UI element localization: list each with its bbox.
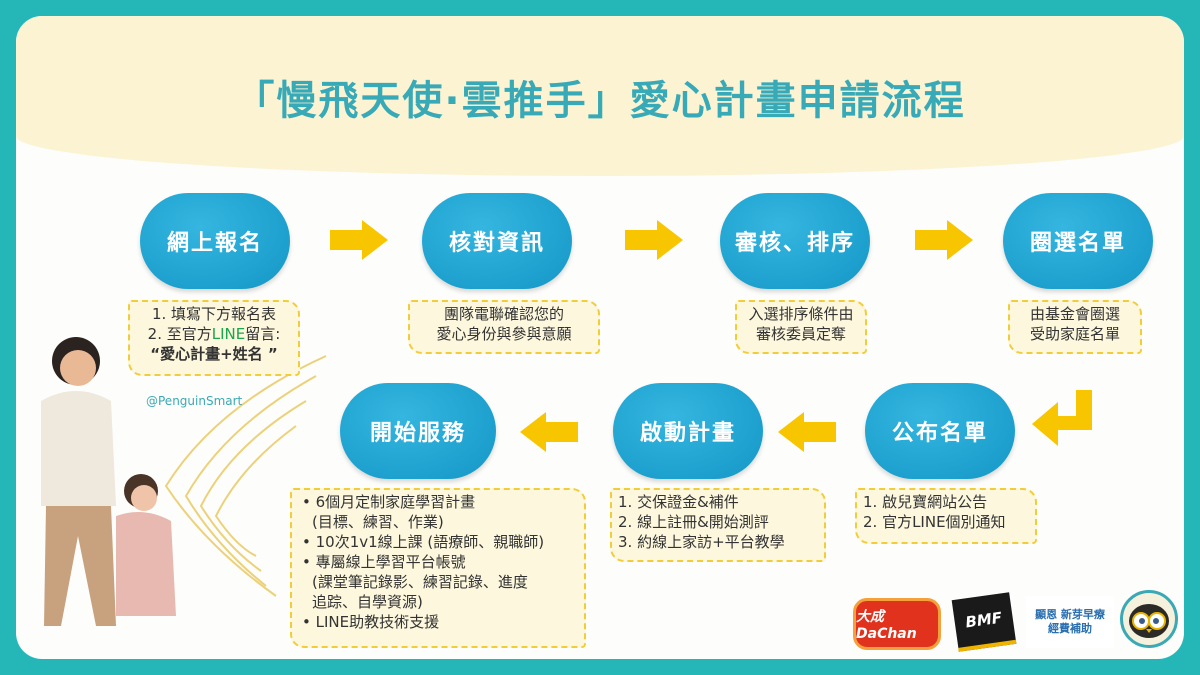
arrow-turn-down-left-icon	[1032, 390, 1092, 446]
step-announce-list: 公布名單	[865, 383, 1015, 479]
line-brand: LINE	[211, 325, 246, 343]
arrow-left-icon	[520, 412, 578, 452]
step-1-details: 1. 填寫下方報名表 2. 至官方LINE留言: “愛心計畫+姓名 ”	[128, 300, 300, 376]
step-7-details: • 6個月定制家庭學習計畫 (目標、練習、作業) • 10次1v1線上課 (語療…	[290, 488, 586, 648]
step-launch-plan: 啟動計畫	[613, 383, 763, 479]
infographic-card: 「慢飛天使·雲推手」愛心計畫申請流程 @PenguinSmart	[16, 16, 1184, 659]
step-4-details: 由基金會圈選受助家庭名單	[1008, 300, 1142, 354]
wing-illustration	[164, 355, 327, 597]
step-online-registration: 網上報名	[140, 193, 290, 289]
step-review-rank: 審核、排序	[720, 193, 870, 289]
dachan-logo: 大成 DaChan	[853, 598, 941, 650]
step-start-service: 開始服務	[340, 383, 496, 479]
arrow-right-icon	[625, 220, 683, 260]
arrow-left-icon	[778, 412, 836, 452]
step-select-list: 圈選名單	[1003, 193, 1153, 289]
step-3-details: 入選排序條件由審核委員定奪	[735, 300, 867, 354]
page-title: 「慢飛天使·雲推手」愛心計畫申請流程	[234, 78, 966, 124]
bmf-logo: BMF	[951, 592, 1017, 652]
mother-child-photo	[41, 337, 327, 626]
arrow-right-icon	[915, 220, 973, 260]
step-2-details: 團隊電聯確認您的愛心身份與參與意願	[408, 300, 600, 354]
arrow-right-icon	[330, 220, 388, 260]
step-verify-info: 核對資訊	[422, 193, 572, 289]
penguin-logo	[1120, 590, 1178, 648]
penguin-icon	[1129, 604, 1169, 638]
social-handle: @PenguinSmart	[146, 394, 243, 408]
header-band	[16, 16, 1184, 176]
xianen-logo: 顯恩 新芽早療 經費補助	[1026, 596, 1114, 648]
